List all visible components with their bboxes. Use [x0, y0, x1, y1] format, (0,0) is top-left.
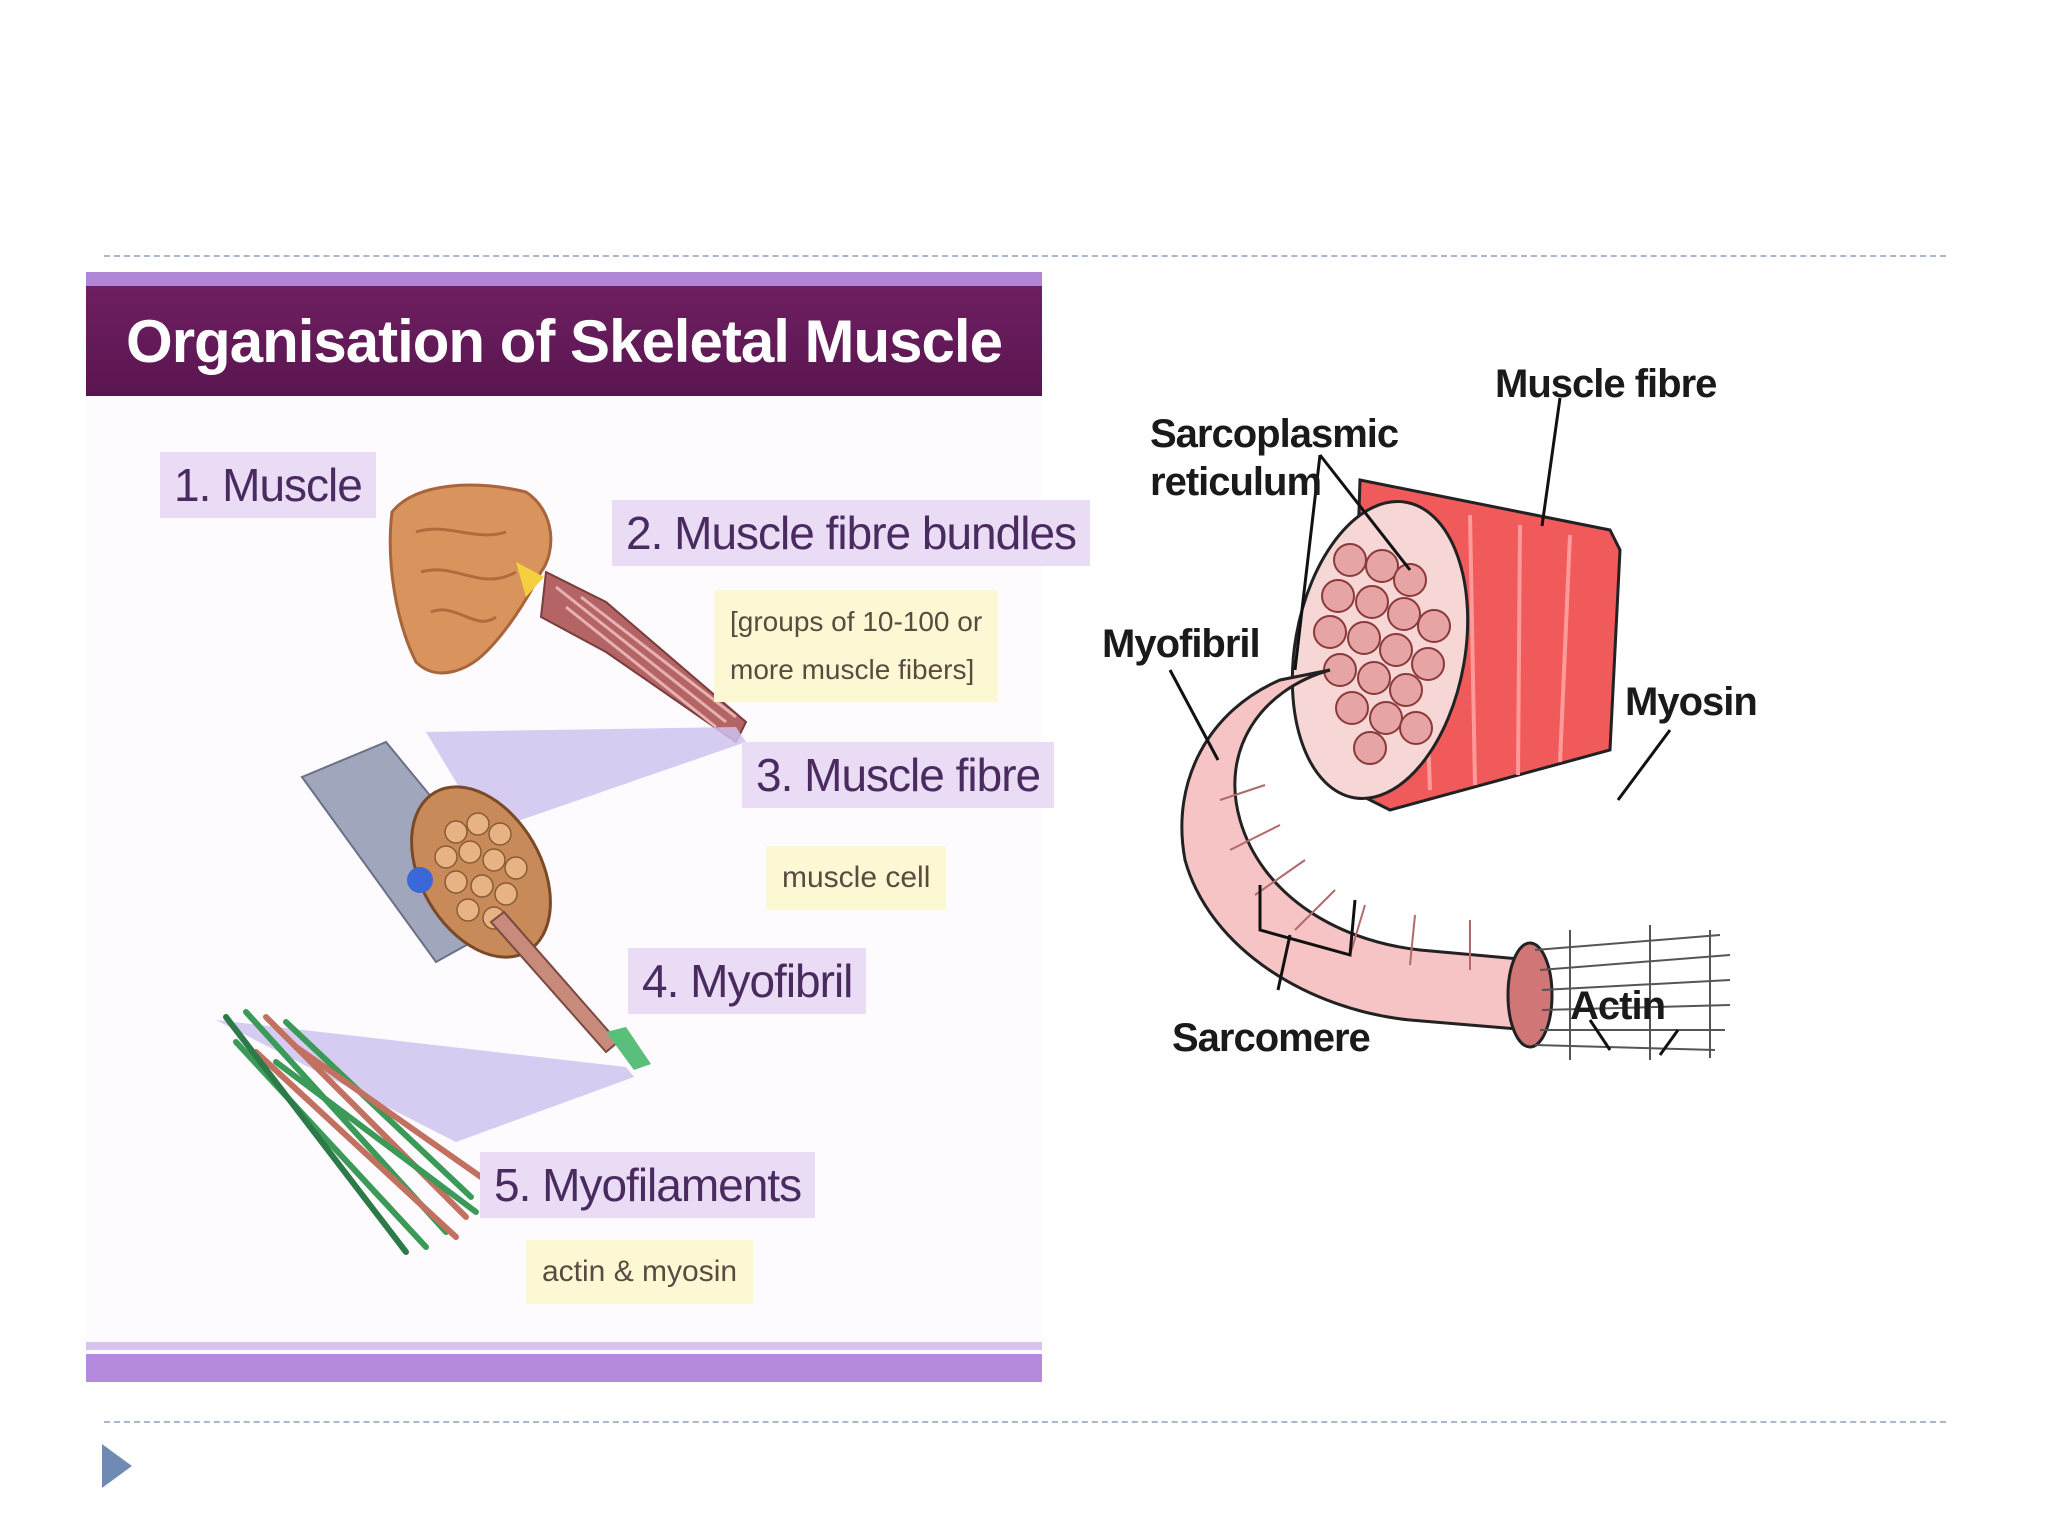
actin-label: Actin — [1570, 984, 1666, 1028]
level-2-bundles-label: 2. Muscle fibre bundles — [612, 500, 1091, 566]
top-accent-band — [86, 272, 1042, 290]
muscle-icon — [388, 483, 553, 675]
sarcoplasmic-reticulum-label: Sarcoplasmic reticulum — [1150, 412, 1399, 504]
level-4-myofibril-label: 4. Myofibril — [628, 948, 867, 1014]
sarcomere-label: Sarcomere — [1172, 1016, 1371, 1060]
myosin-label: Myosin — [1625, 680, 1758, 724]
muscle-hierarchy-illustration — [216, 483, 748, 1255]
level-3-fibre-label: 3. Muscle fibre — [742, 742, 1055, 808]
panel-title: Organisation of Skeletal Muscle — [86, 286, 1042, 396]
level-1-muscle-label: 1. Muscle — [160, 452, 376, 518]
level-5-myofilaments-label: 5. Myofilaments — [480, 1152, 816, 1218]
top-dashed-divider — [104, 255, 1946, 257]
muscle-fibre-label: Muscle fibre — [1495, 362, 1717, 406]
bottom-dashed-divider — [104, 1421, 1946, 1423]
level-2-bundles-note: [groups of 10-100 or more muscle fibers] — [714, 590, 999, 702]
myofibril-shape — [1180, 668, 1532, 1032]
skeletal-muscle-organisation-panel: Organisation of Skeletal Muscle — [86, 272, 1091, 1382]
muscle-fibre-anatomy-diagram: Muscle fibre Sarcoplasmic reticulum Myof… — [1090, 330, 1770, 1110]
muscle-fibre-illustration — [1168, 397, 1731, 1060]
level-3-fibre-note: muscle cell — [766, 846, 947, 910]
myofibril-label: Myofibril — [1102, 622, 1261, 666]
bottom-accent-band — [86, 1354, 1042, 1382]
bottom-light-band — [86, 1342, 1042, 1350]
level-5-myofilaments-note: actin & myosin — [526, 1240, 754, 1304]
triangle-right-icon[interactable] — [102, 1444, 132, 1488]
